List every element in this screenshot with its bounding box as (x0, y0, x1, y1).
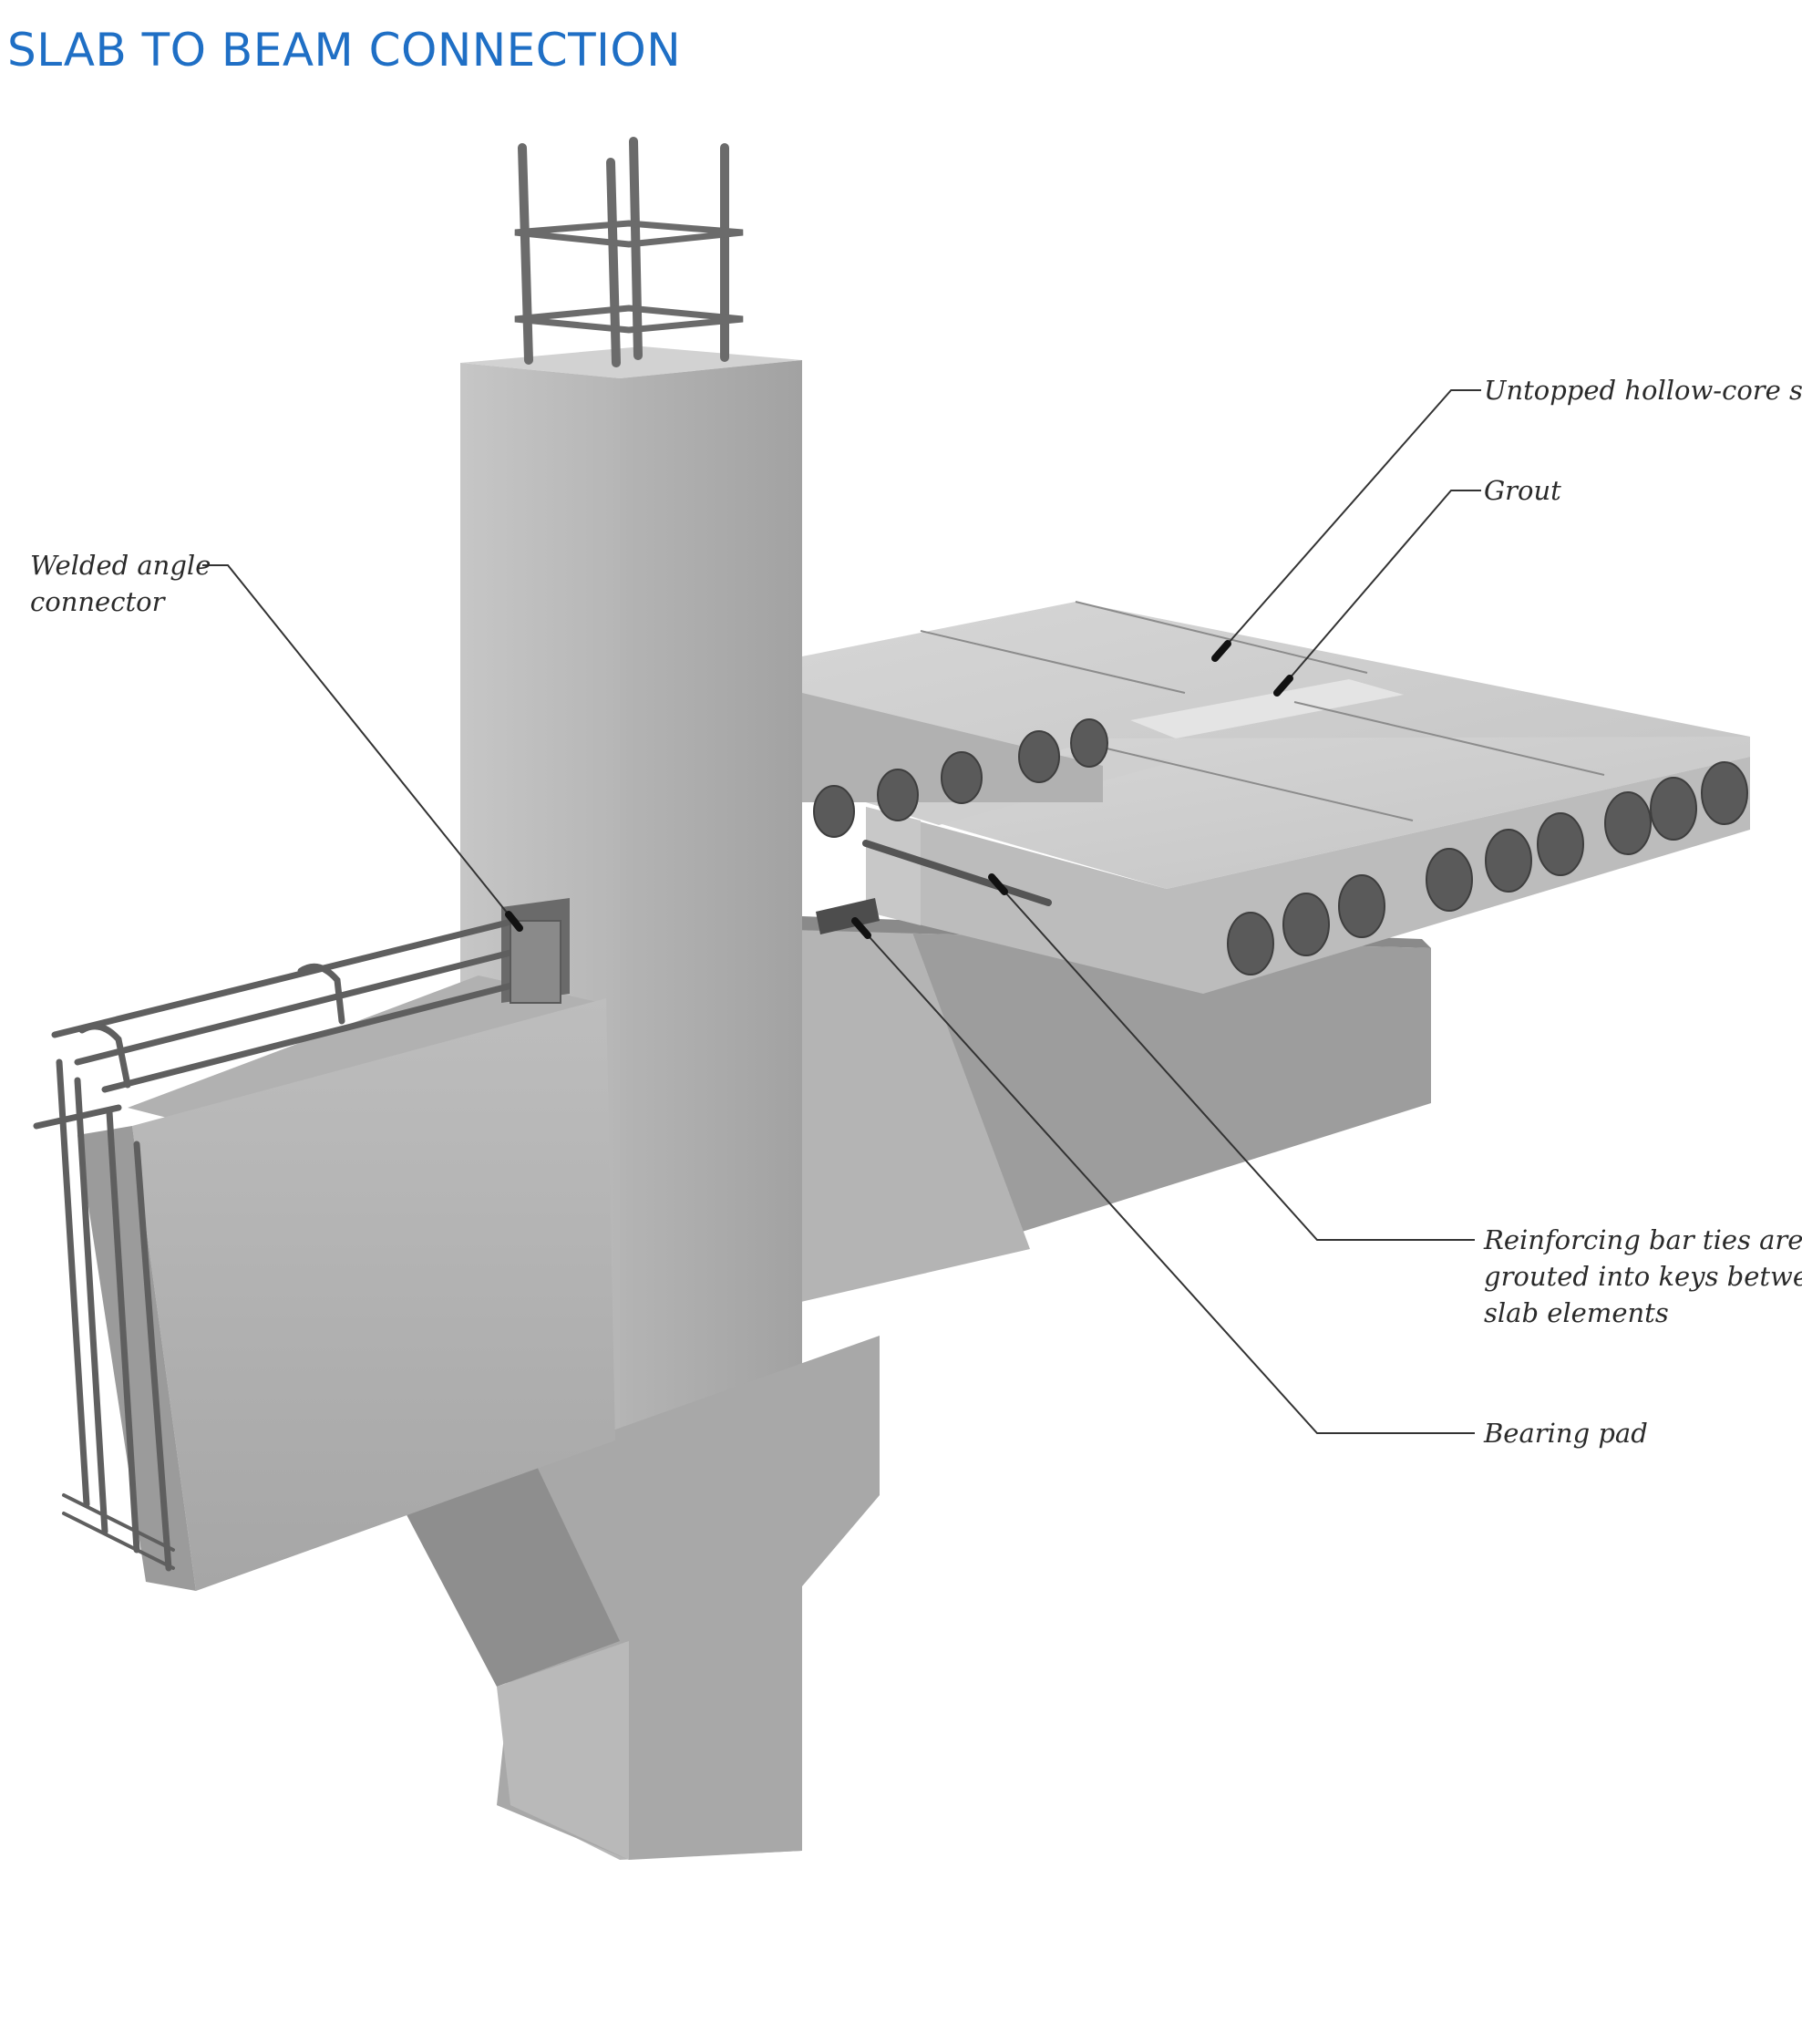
callout-bearing-pad: Bearing pad (1484, 1418, 1648, 1449)
column-starter-bars (514, 137, 744, 367)
rear-beam (793, 916, 1431, 1304)
leader-reinforcing-ties (997, 883, 1475, 1241)
hollow-cores (813, 718, 1748, 976)
bearing-pad-shape (816, 898, 880, 934)
diagram-title: SLAB TO BEAM CONNECTION (7, 24, 682, 77)
callout-grout: Grout (1484, 475, 1561, 506)
leader-welded-angle (202, 564, 516, 924)
leader-bearing-pad (860, 927, 1475, 1434)
rebar-tie (862, 840, 1052, 906)
welded-angle-plate (510, 920, 561, 1004)
callout-untopped-slab: Untopped hollow-core slab (1484, 375, 1802, 406)
callout-reinforcing-ties: Reinforcing bar ties are grouted into ke… (1484, 1224, 1802, 1328)
leader-grout (1282, 490, 1481, 686)
leader-untopped-slab (1220, 389, 1481, 652)
callout-welded-angle: Welded angle connector (30, 550, 211, 617)
grout-joint (1130, 679, 1404, 738)
hollow-core-slab (802, 601, 1750, 994)
beam-reinforcement (33, 917, 537, 1572)
precast-column (401, 346, 880, 1860)
leader-markers (505, 640, 1293, 939)
leader-lines (202, 389, 1481, 1434)
